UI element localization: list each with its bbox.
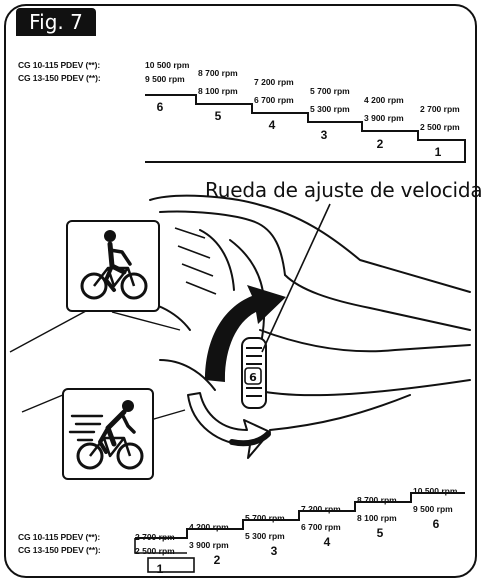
bottom-step-3-rpm-b: 5 300 rpm <box>245 531 285 541</box>
caption-leader-line <box>261 203 331 353</box>
top-step-5-rpm-b: 8 100 rpm <box>198 86 238 96</box>
bottom-step-4-rpm-b: 6 700 rpm <box>301 522 341 532</box>
tool-body <box>129 194 471 431</box>
fast-mode-box <box>62 388 154 480</box>
bottom-step-1-rpm-b: 2 500 rpm <box>135 546 175 556</box>
top-step-3-rpm-a: 5 700 rpm <box>310 86 350 96</box>
bottom-step-6-number: 6 <box>432 517 440 531</box>
bottom-staircase <box>135 492 465 539</box>
bottom-step-1-number: 1 <box>156 562 164 576</box>
up-arrow-icon <box>205 285 286 382</box>
top-step-4-rpm-b: 6 700 rpm <box>254 95 294 105</box>
top-model-a-label: CG 10-115 PDEV (**): <box>18 60 101 70</box>
bottom-step-2-rpm-b: 3 900 rpm <box>189 540 229 550</box>
top-step-1-number: 1 <box>434 145 442 159</box>
bottom-step-3-rpm-a: 5 700 rpm <box>245 513 285 523</box>
bottom-step-5-number: 5 <box>376 526 384 540</box>
bottom-step-5-rpm-a: 8 700 rpm <box>357 495 397 505</box>
top-step-2-number: 2 <box>376 137 384 151</box>
top-step-3-rpm-b: 5 300 rpm <box>310 104 350 114</box>
bottom-step-1-box <box>147 557 195 573</box>
top-step-5-rpm-a: 8 700 rpm <box>198 68 238 78</box>
speed-wheel-caption: Rueda de ajuste de velocidad <box>205 178 483 202</box>
top-step-2-rpm-b: 3 900 rpm <box>364 113 404 123</box>
figure-label: Fig. 7 <box>16 8 96 36</box>
top-model-b-label: CG 13-150 PDEV (**): <box>18 73 101 83</box>
slow-cyclist-icon <box>80 230 148 300</box>
bottom-staircase-base <box>134 538 187 554</box>
bottom-step-4-rpm-a: 7 200 rpm <box>301 504 341 514</box>
bottom-step-2-number: 2 <box>213 553 221 567</box>
top-step-1-rpm-b: 2 500 rpm <box>420 122 460 132</box>
tool-vent-slots <box>174 227 217 295</box>
top-step-6-rpm-a: 10 500 rpm <box>145 60 190 70</box>
bottom-step-5-rpm-b: 8 100 rpm <box>357 513 397 523</box>
top-step-4-number: 4 <box>268 118 276 132</box>
bottom-model-a-label: CG 10-115 PDEV (**): <box>18 532 101 542</box>
top-step-3-number: 3 <box>320 128 328 142</box>
top-step-1-rpm-a: 2 700 rpm <box>420 104 460 114</box>
figure-frame <box>4 4 477 578</box>
top-step-2-rpm-a: 4 200 rpm <box>364 95 404 105</box>
top-step-6-number: 6 <box>156 100 164 114</box>
bottom-step-6-rpm-b: 9 500 rpm <box>413 504 453 514</box>
top-step-4-rpm-a: 7 200 rpm <box>254 77 294 87</box>
fast-cyclist-icon <box>68 400 144 470</box>
top-staircase <box>145 94 466 163</box>
svg-text:6: 6 <box>249 371 257 384</box>
bottom-step-4-number: 4 <box>323 535 331 549</box>
speed-wheel-icon: 6 <box>241 337 267 409</box>
slow-mode-box <box>66 220 160 312</box>
top-step-6-rpm-b: 9 500 rpm <box>145 74 185 84</box>
bottom-step-3-number: 3 <box>270 544 278 558</box>
bottom-model-b-label: CG 13-150 PDEV (**): <box>18 545 101 555</box>
bottom-step-6-rpm-a: 10 500 rpm <box>413 486 458 496</box>
bottom-step-2-rpm-a: 4 200 rpm <box>189 522 229 532</box>
top-step-5-number: 5 <box>214 109 222 123</box>
